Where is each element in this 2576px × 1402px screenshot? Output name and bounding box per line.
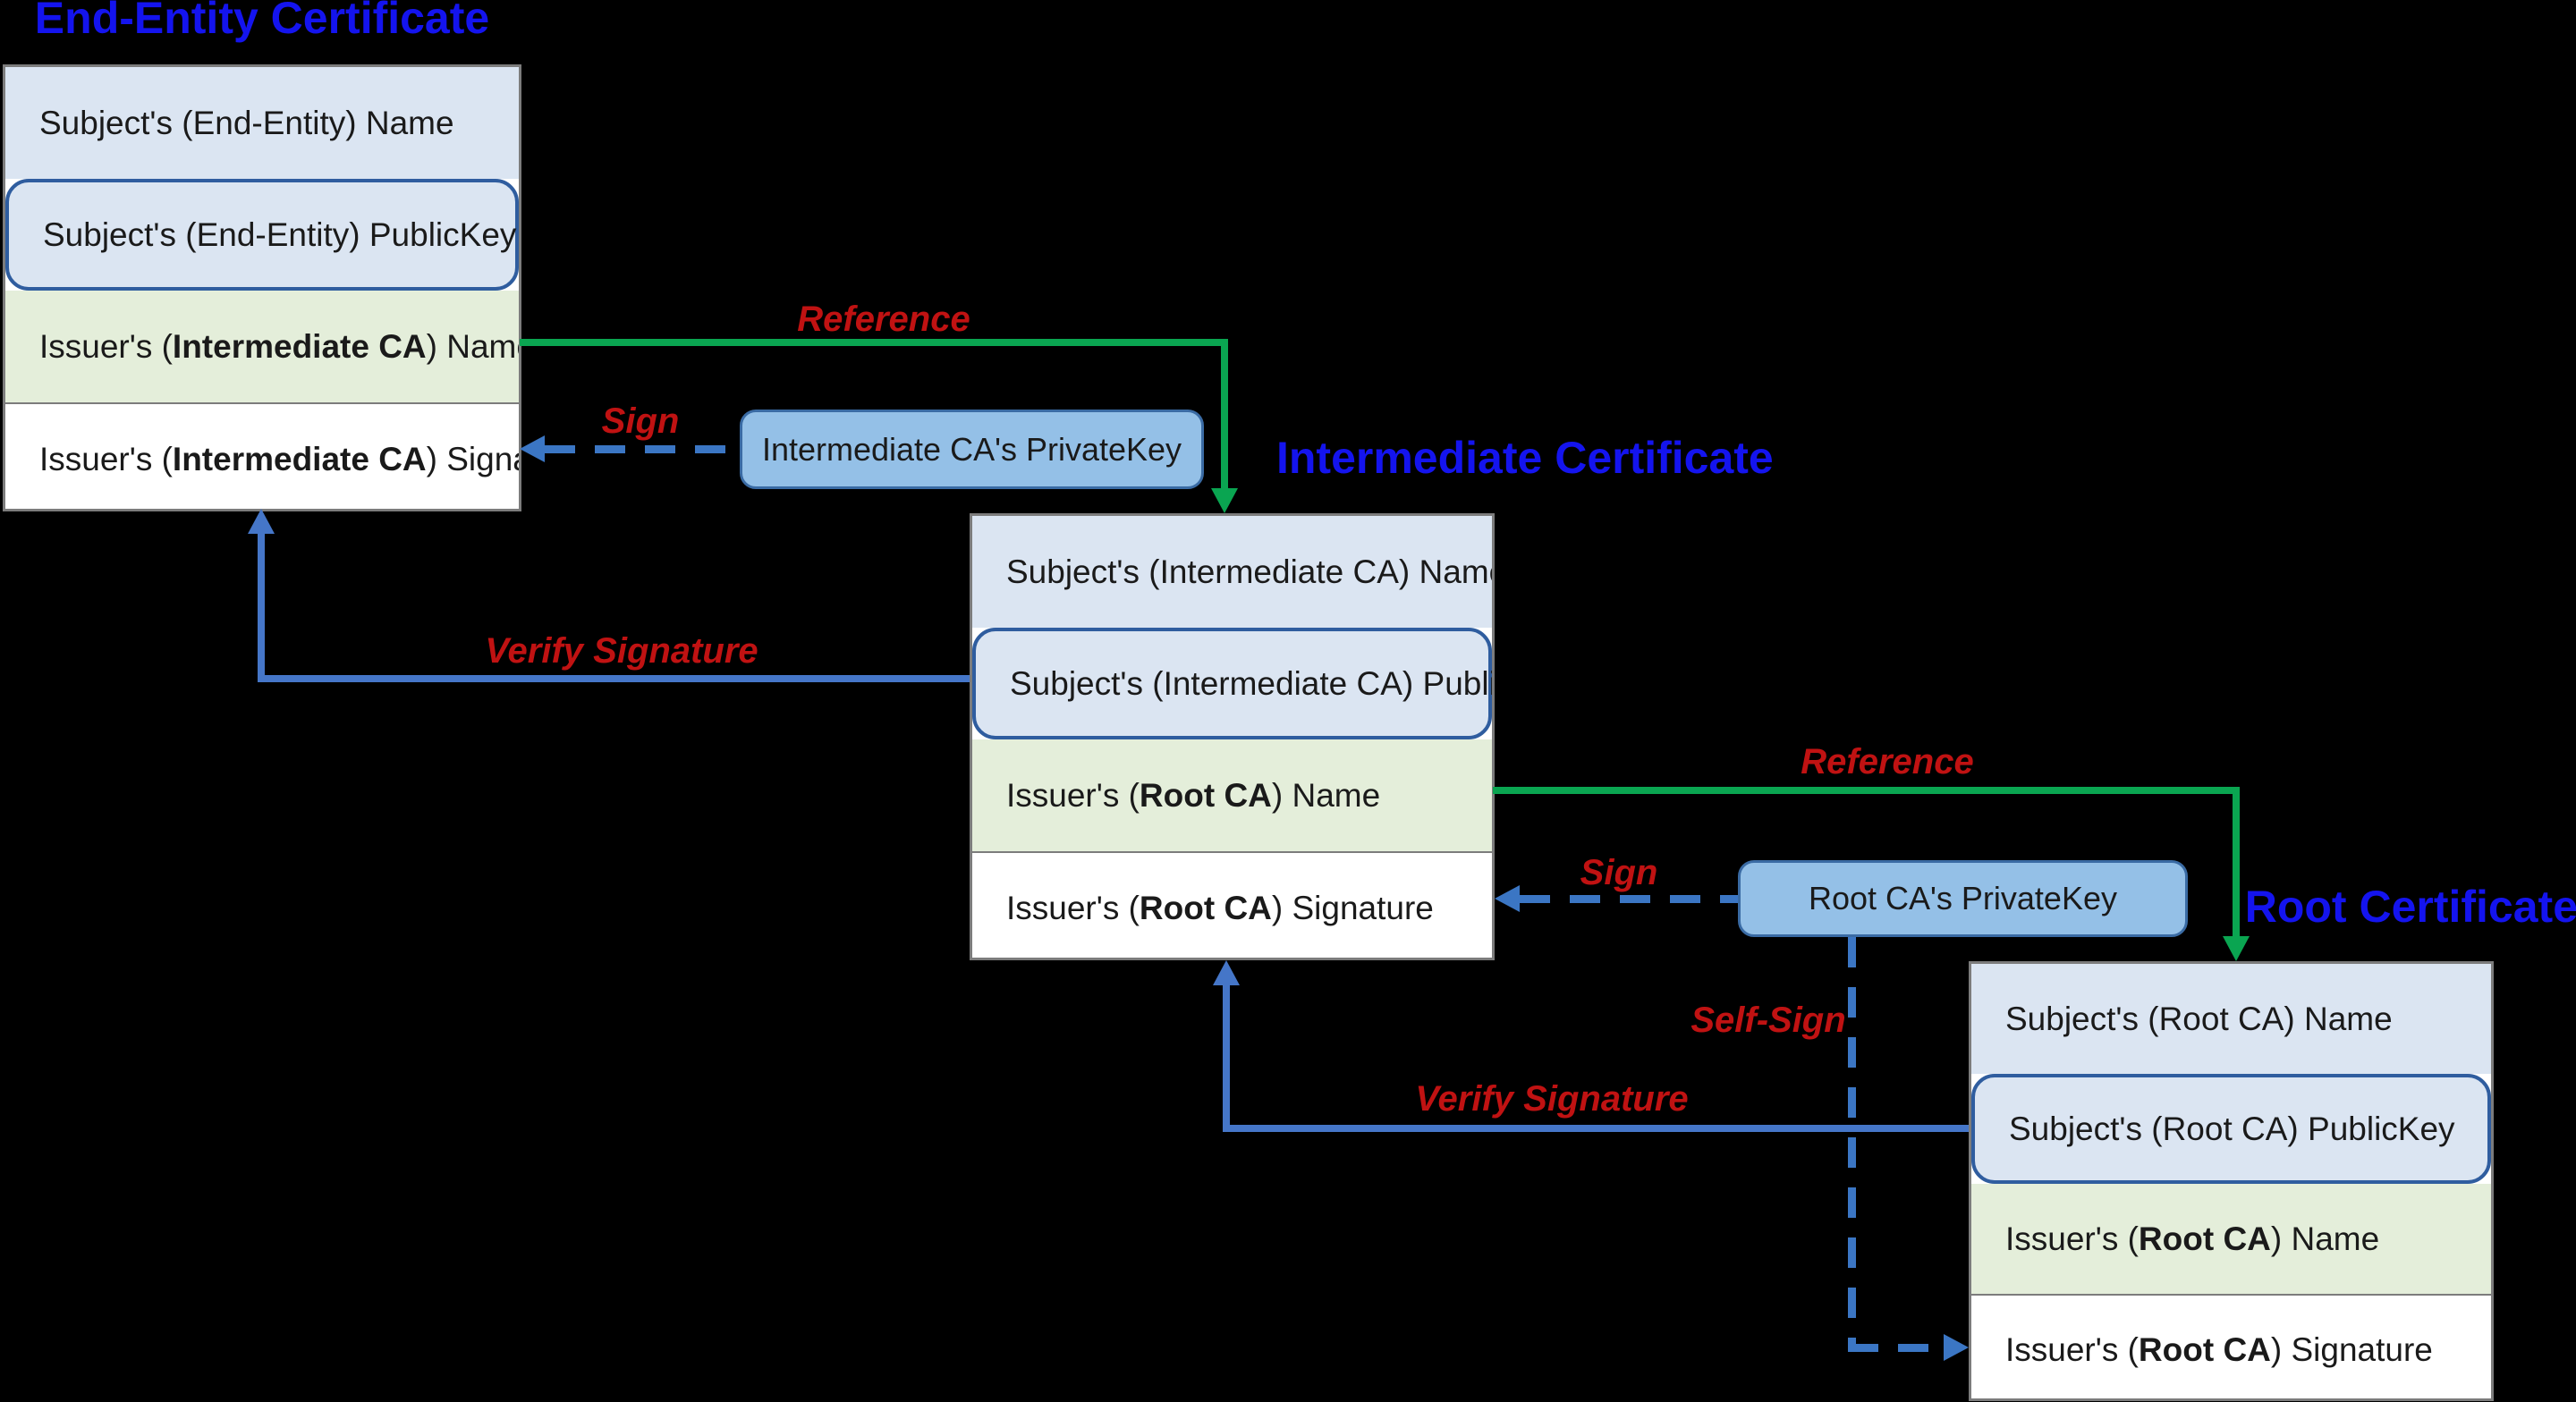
end-entity-certificate-box: Subject's (End-Entity) Name Subject's (E… [3,64,521,511]
end-entity-issuer-signature-row: Issuer's (Intermediate CA) Signature [5,402,519,509]
reference2-arrowhead-icon [2223,936,2250,961]
row-label: Issuer's (Root CA) Name [1006,776,1381,814]
row-label: Issuer's (Intermediate CA) Signature [39,440,519,477]
verify1-arrow-horizontal [258,675,970,682]
reference1-arrow-horizontal [520,339,1228,346]
verify1-arrow-vertical [258,531,265,682]
self-sign-label: Self-Sign [1690,1001,1846,1040]
root-ca-privatekey-box: Root CA's PrivateKey [1738,860,2188,937]
key-label: Intermediate CA's PrivateKey [761,430,1182,468]
intermediate-subject-publickey-row: Subject's (Intermediate CA) PublicKey [972,628,1492,739]
intermediate-subject-name-row: Subject's (Intermediate CA) Name [972,516,1492,628]
reference1-label: Reference [797,300,970,339]
sign2-label: Sign [1580,853,1658,892]
root-certificate-title: Root Certificate [2244,882,2576,932]
key-label: Root CA's PrivateKey [1808,880,2117,916]
end-entity-certificate-title: End-Entity Certificate [34,0,490,43]
row-label: Issuer's (Intermediate CA) Name [39,327,519,365]
verify1-arrowhead-icon [248,509,275,534]
row-label: Subject's (Intermediate CA) PublicKey [1010,664,1492,702]
row-label: Subject's (Intermediate CA) Name [1006,553,1495,590]
intermediate-certificate-title: Intermediate Certificate [1276,433,1774,483]
reference2-arrow-horizontal [1493,787,2240,794]
sign1-arrowhead-icon [520,435,545,462]
root-issuer-signature-row: Issuer's (Root CA) Signature [1971,1294,2491,1398]
verify2-arrowhead-icon [1213,960,1240,985]
end-entity-subject-publickey-row: Subject's (End-Entity) PublicKey [5,179,519,291]
sign2-arrowhead-icon [1495,885,1520,912]
sign1-label: Sign [601,401,680,441]
row-label: Issuer's (Root CA) Signature [1006,889,1434,926]
sign1-arrow-dashed [545,445,740,453]
row-label: Issuer's (Root CA) Name [2005,1220,2380,1257]
end-entity-issuer-name-row: Issuer's (Intermediate CA) Name [5,291,519,402]
root-subject-name-row: Subject's (Root CA) Name [1971,964,2491,1074]
row-label: Subject's (Root CA) Name [2005,1000,2393,1037]
row-label: Issuer's (Root CA) Signature [2005,1330,2433,1368]
row-label: Subject's (End-Entity) Name [39,104,454,141]
reference1-arrow-vertical [1221,339,1228,490]
intermediate-ca-privatekey-box: Intermediate CA's PrivateKey [740,410,1204,489]
verify2-label: Verify Signature [1415,1079,1689,1119]
self-sign-arrow-horizontal-dashed [1848,1344,1947,1352]
self-sign-arrowhead-icon [1944,1334,1969,1361]
root-issuer-name-row: Issuer's (Root CA) Name [1971,1184,2491,1294]
row-label: Subject's (Root CA) PublicKey [2009,1110,2455,1147]
root-certificate-box: Subject's (Root CA) Name Subject's (Root… [1969,961,2494,1401]
row-label: Subject's (End-Entity) PublicKey [43,215,517,253]
end-entity-subject-name-row: Subject's (End-Entity) Name [5,67,519,179]
root-subject-publickey-row: Subject's (Root CA) PublicKey [1971,1074,2491,1184]
verify2-arrow-horizontal [1223,1125,1969,1132]
verify1-label: Verify Signature [485,631,758,671]
self-sign-arrow-vertical-dashed [1848,937,1856,1344]
intermediate-issuer-name-row: Issuer's (Root CA) Name [972,739,1492,851]
reference2-label: Reference [1801,742,1974,781]
intermediate-certificate-box: Subject's (Intermediate CA) Name Subject… [970,513,1495,960]
reference1-arrowhead-icon [1211,488,1238,513]
sign2-arrow-dashed [1520,895,1738,903]
verify2-arrow-vertical [1223,984,1230,1132]
intermediate-issuer-signature-row: Issuer's (Root CA) Signature [972,851,1492,958]
reference2-arrow-vertical [2233,787,2240,937]
